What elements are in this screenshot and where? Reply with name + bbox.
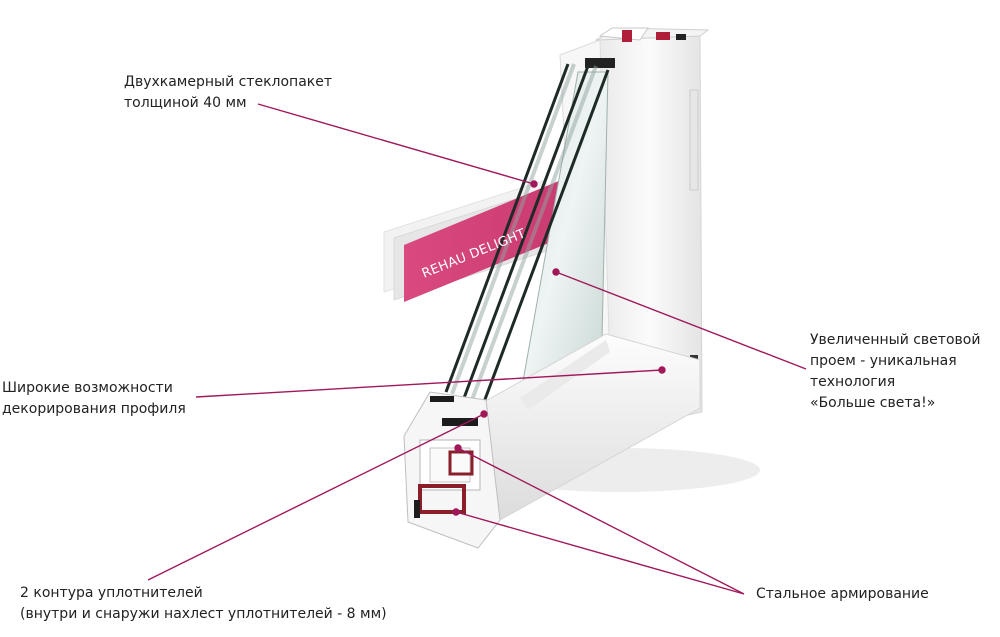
label-light-opening: Увеличенный световой проем - уникальная … [810, 332, 981, 411]
leader-light-opening [555, 271, 807, 370]
leader-lines [147, 103, 807, 595]
leader-decor [195, 369, 663, 398]
leader-steel-a [457, 447, 745, 595]
seal-outer [430, 396, 454, 402]
label-seals: 2 контура уплотнителей (внутри и снаружи… [20, 585, 387, 622]
label-steel: Стальное армирование [756, 586, 929, 602]
glass-edges [444, 63, 610, 403]
brand-ribbon [404, 178, 566, 302]
profile-cross-section [403, 391, 501, 549]
seal-inner [442, 418, 478, 426]
label-decor: Широкие возможности декорирования профил… [2, 380, 186, 417]
leader-seals [147, 413, 485, 581]
leader-steel-b [455, 511, 745, 595]
steel-reinforcement [418, 484, 466, 514]
horizontal-frame [479, 333, 701, 521]
leader-glass-unit [257, 103, 535, 185]
label-glass-unit: Двухкамерный стеклопакет толщиной 40 мм [124, 74, 333, 111]
